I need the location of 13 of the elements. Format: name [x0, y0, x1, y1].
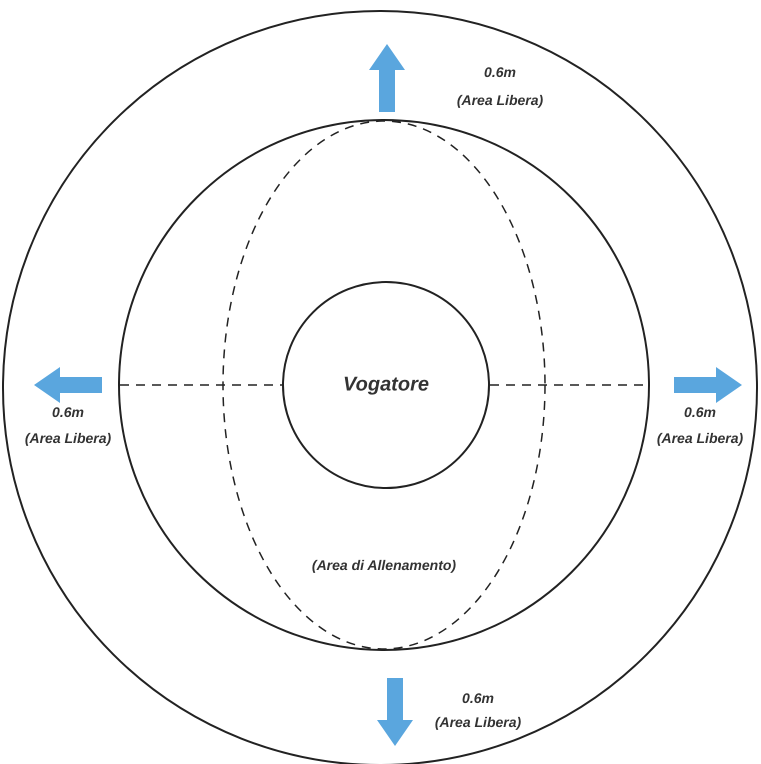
- area-label: (Area Libera): [656, 430, 744, 446]
- dimension-label: 0.6m: [462, 690, 494, 706]
- area-label: (Area Libera): [434, 714, 522, 730]
- area-label: (Area Libera): [24, 430, 112, 446]
- dimension-label: 0.6m: [684, 404, 716, 420]
- dimension-label: 0.6m: [52, 404, 84, 420]
- dimension-label: 0.6m: [484, 64, 516, 80]
- area-label: (Area di Allenamento): [312, 557, 456, 573]
- rower-circle: [282, 281, 490, 489]
- free-area-circle: [2, 10, 758, 764]
- area-label: (Area Libera): [456, 92, 544, 108]
- center-label: Vogatore: [343, 374, 429, 396]
- training-area-circle: [118, 119, 650, 651]
